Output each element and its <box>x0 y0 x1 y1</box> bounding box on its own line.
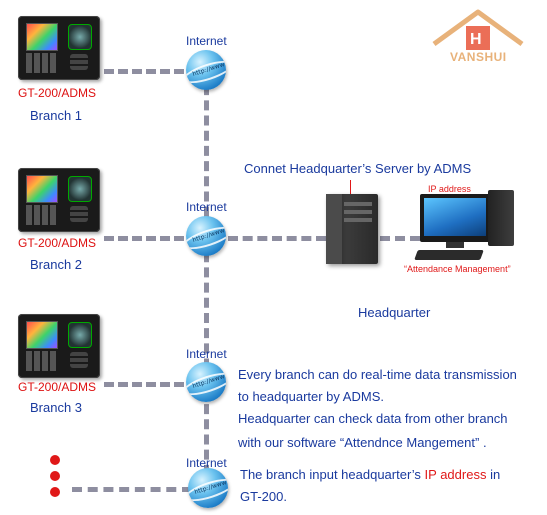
note-ip-highlight: IP address <box>424 467 487 482</box>
internet-label-3: Internet <box>186 347 227 361</box>
gt200-device-3 <box>18 314 100 378</box>
server-pointer <box>350 180 351 194</box>
link-branch2 <box>104 236 184 241</box>
note-line-2: to headquarter by ADMS. <box>238 389 384 404</box>
more-dot-3 <box>50 487 60 497</box>
device-label-2: GT-200/ADMS <box>18 236 97 250</box>
keyboard-icon <box>414 250 484 260</box>
software-label: “Attendance Management” <box>404 264 511 274</box>
note-line-3: Headquarter can check data from other br… <box>238 411 508 426</box>
note-line-5-pre: The branch input headquarter’s <box>240 467 425 482</box>
backbone-line <box>204 70 209 490</box>
ip-address-label: IP address <box>428 184 471 194</box>
note-line-5-post: in <box>486 467 501 482</box>
logo-text: VANSHUI <box>450 50 507 64</box>
link-server <box>228 236 326 241</box>
link-branch3 <box>104 382 184 387</box>
internet-globe-icon-1: http://www <box>186 50 226 90</box>
internet-label-4: Internet <box>186 456 227 470</box>
more-dot-1 <box>50 455 60 465</box>
link-pc <box>380 236 420 241</box>
branch-label-3: Branch 3 <box>30 400 83 415</box>
vanshui-logo: H VANSHUI <box>420 4 536 66</box>
pc-tower-icon <box>488 190 514 246</box>
note-line-1: Every branch can do real-time data trans… <box>238 367 517 382</box>
headquarter-label: Headquarter <box>358 305 431 320</box>
svg-text:H: H <box>470 31 482 48</box>
note-line-6: GT-200. <box>240 489 287 504</box>
server-caption: Connet Headquarter’s Server by ADMS <box>244 161 472 176</box>
branch-label-2: Branch 2 <box>30 257 83 272</box>
note-line-4: with our software “Attendnce Mangement” … <box>238 435 487 450</box>
internet-globe-icon-2: http://www <box>186 216 226 256</box>
link-branch1 <box>104 69 184 74</box>
server-icon <box>326 194 378 264</box>
internet-globe-icon-3: http://www <box>186 362 226 402</box>
device-label-1: GT-200/ADMS <box>18 86 97 100</box>
gt200-device-1 <box>18 16 100 80</box>
internet-label-2: Internet <box>186 200 227 214</box>
monitor-icon <box>420 194 490 242</box>
monitor-stand <box>446 242 464 248</box>
gt200-device-2 <box>18 168 100 232</box>
device-label-3: GT-200/ADMS <box>18 380 97 394</box>
link-dots <box>72 487 192 492</box>
note-line-5: The branch input headquarter’s IP addres… <box>240 464 500 486</box>
branch-label-1: Branch 1 <box>30 108 83 123</box>
more-dot-2 <box>50 471 60 481</box>
internet-label-1: Internet <box>186 34 227 48</box>
internet-globe-icon-4: http://www <box>188 468 228 508</box>
